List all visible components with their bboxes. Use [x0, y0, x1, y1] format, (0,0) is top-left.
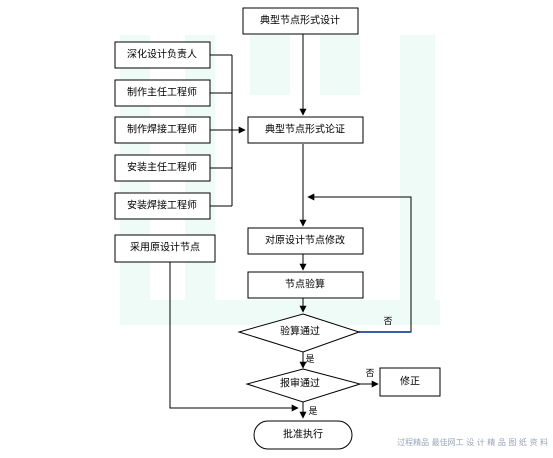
svg-text:安装主任工程师: 安装主任工程师	[127, 161, 197, 174]
svg-text:批准执行: 批准执行	[283, 428, 323, 441]
node-deepening-lead[interactable]: 深化设计负责人	[114, 41, 211, 69]
svg-text:采用原设计节点: 采用原设计节点	[130, 241, 200, 254]
svg-text:深化设计负责人: 深化设计负责人	[127, 48, 197, 61]
node-design[interactable]: 典型节点形式设计	[242, 7, 359, 35]
svg-text:节点验算: 节点验算	[285, 278, 325, 291]
node-approve-execute[interactable]: 批准执行	[253, 420, 353, 450]
label-yes-check: 是	[305, 354, 314, 365]
label-no-report: 否	[365, 368, 374, 379]
svg-text:验算通过: 验算通过	[280, 325, 320, 338]
label-no-check: 否	[383, 316, 392, 327]
decision-check-pass[interactable]: 验算通过	[237, 313, 361, 353]
svg-text:典型节点形式设计: 典型节点形式设计	[260, 14, 340, 27]
node-construction-engineer[interactable]: 制作主任工程师	[114, 79, 211, 107]
svg-text:报审通过: 报审通过	[280, 377, 320, 390]
watermark-text: 过程精品 最佳网工 设 计 精 品 图 纸 资 料	[397, 437, 548, 447]
node-install-engineer[interactable]: 安装主任工程师	[114, 154, 211, 182]
label-yes-report: 是	[308, 406, 317, 417]
node-modify[interactable]: 对原设计节点修改	[247, 227, 364, 255]
svg-text:制作主任工程师: 制作主任工程师	[127, 86, 197, 99]
node-check[interactable]: 节点验算	[247, 271, 364, 299]
node-welding-engineer[interactable]: 制作焊接工程师	[114, 116, 211, 144]
node-demonstration[interactable]: 典型节点形式论证	[247, 116, 364, 144]
svg-text:修正: 修正	[400, 375, 420, 388]
node-correction[interactable]: 修正	[379, 367, 441, 397]
svg-text:安装焊接工程师: 安装焊接工程师	[127, 199, 197, 212]
svg-text:典型节点形式论证: 典型节点形式论证	[265, 123, 345, 136]
node-install-welding-engineer[interactable]: 安装焊接工程师	[114, 192, 211, 220]
decision-report-pass[interactable]: 报审通过	[245, 368, 362, 403]
node-adopt-original[interactable]: 采用原设计节点	[114, 234, 216, 263]
adopt-original-path	[169, 262, 299, 412]
svg-text:对原设计节点修改: 对原设计节点修改	[265, 234, 345, 247]
svg-text:制作焊接工程师: 制作焊接工程师	[127, 123, 197, 136]
